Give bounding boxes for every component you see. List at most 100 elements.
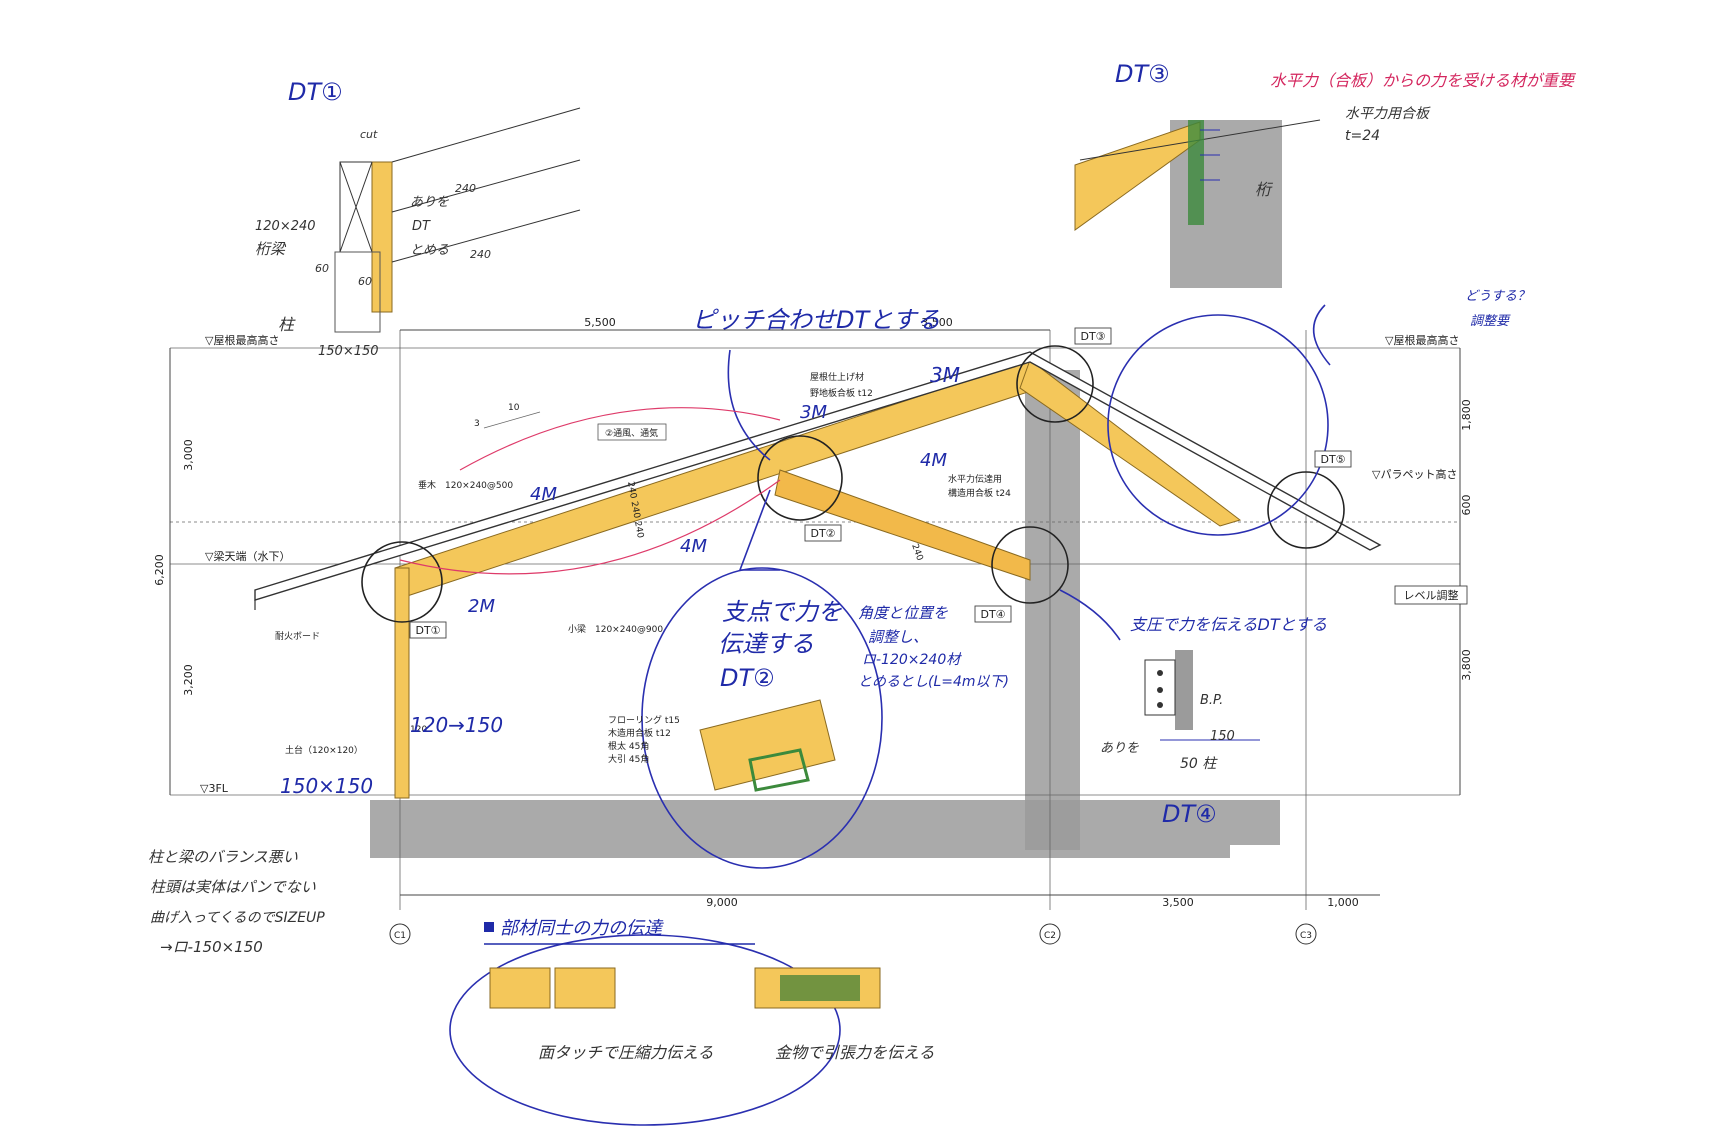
- svg-text:DT: DT: [412, 219, 431, 234]
- svg-text:水平力伝達用: 水平力伝達用: [948, 473, 1002, 485]
- svg-text:桁梁: 桁梁: [255, 240, 287, 258]
- svg-text:120→150: 120→150: [410, 713, 503, 737]
- grid-c3: C3: [1300, 931, 1312, 941]
- dt5-tag: DT⑤: [1320, 453, 1345, 466]
- svg-text:1,000: 1,000: [1327, 896, 1359, 909]
- svg-text:3,500: 3,500: [1162, 896, 1194, 909]
- grid-markers: C1 C2 C3: [389, 923, 1317, 945]
- svg-text:60: 60: [315, 262, 329, 275]
- svg-text:1,800: 1,800: [1460, 399, 1473, 431]
- hw-dt1-title: DT①: [288, 78, 343, 106]
- svg-text:調整し、: 調整し、: [868, 628, 928, 646]
- svg-text:4M: 4M: [920, 450, 947, 471]
- svg-text:600: 600: [1460, 495, 1473, 516]
- level-roof-right: ▽屋根最高高さ: [1385, 333, 1459, 347]
- svg-text:角度と位置を: 角度と位置を: [858, 604, 948, 622]
- svg-text:3M: 3M: [930, 363, 960, 387]
- svg-text:3: 3: [474, 419, 480, 429]
- svg-text:とめるとし(L=4m以下): とめるとし(L=4m以下): [858, 674, 1009, 690]
- svg-text:240: 240: [470, 248, 491, 261]
- svg-text:50 柱: 50 柱: [1180, 756, 1218, 772]
- svg-text:240: 240: [909, 543, 924, 563]
- svg-text:120×240: 120×240: [255, 219, 316, 234]
- svg-text:6,200: 6,200: [153, 554, 166, 586]
- dt2-sketch: [699, 699, 836, 792]
- svg-text:3,500: 3,500: [921, 316, 953, 329]
- svg-text:面タッチで圧縮力伝える: 面タッチで圧縮力伝える: [538, 1043, 714, 1062]
- hw-dt4-title: DT④: [1162, 800, 1217, 828]
- reference-lines: [169, 329, 1461, 910]
- dimension-labels: 5,500 3,500 3,000 6,200 3,200 1,800 600 …: [153, 316, 1473, 909]
- dt5-circle: [1267, 471, 1345, 549]
- svg-text:垂木 120×240@500: 垂木 120×240@500: [418, 479, 513, 491]
- svg-text:屋根仕上げ材: 屋根仕上げ材: [810, 371, 864, 383]
- svg-text:ありを: ありを: [410, 195, 449, 210]
- hw-left-note-2: 柱頭は実体はパンでない: [150, 878, 316, 896]
- svg-text:ロ-120×240材: ロ-120×240材: [862, 652, 962, 668]
- svg-text:根太 45角: 根太 45角: [608, 740, 649, 752]
- level-roof-left: ▽屋根最高高さ: [205, 333, 279, 347]
- level-adjust-tag: レベル調整: [1404, 588, 1459, 602]
- dt-tags: DT① DT② DT③ DT④ DT⑤ レベル調整: [409, 327, 1468, 639]
- hw-dt2-title: DT②: [720, 664, 775, 692]
- dt4-circle: [991, 526, 1069, 604]
- svg-text:60: 60: [358, 275, 372, 288]
- svg-text:240: 240: [455, 182, 476, 195]
- joint-sketches: [489, 967, 881, 1009]
- hw-left-note-1: 柱と梁のバランス悪い: [148, 848, 298, 866]
- hw-pitch-note: ピッチ合わせDTとする: [692, 306, 940, 334]
- svg-text:5,500: 5,500: [584, 316, 616, 329]
- svg-text:10: 10: [508, 403, 520, 413]
- dt1-sketch: [334, 107, 581, 333]
- hw-support: 支点で力を: [722, 598, 842, 626]
- dt1-tag: DT①: [415, 624, 440, 637]
- svg-text:9,000: 9,000: [706, 896, 738, 909]
- dt2-tag: DT②: [810, 527, 835, 540]
- svg-text:大引 45角: 大引 45角: [608, 753, 649, 765]
- dt3-sketch: [1074, 119, 1321, 231]
- hw-left-note-4: →ロ-150×150: [160, 938, 263, 956]
- svg-text:3,000: 3,000: [182, 439, 195, 471]
- hw-dt3-note: 水平力（合板）からの力を受ける材が重要: [1270, 71, 1577, 90]
- dt1-circle: [361, 541, 443, 623]
- svg-text:小梁 120×240@900: 小梁 120×240@900: [568, 623, 663, 635]
- svg-text:2M: 2M: [468, 596, 495, 617]
- dt4-tag: DT④: [980, 608, 1005, 621]
- svg-text:調整要: 調整要: [1470, 314, 1511, 329]
- svg-text:耐火ボード: 耐火ボード: [275, 630, 320, 642]
- detail-circles: [361, 345, 1345, 623]
- svg-text:木造用合板 t12: 木造用合板 t12: [608, 727, 671, 739]
- level-beam: ▽梁天端（水下）: [205, 549, 290, 563]
- handwritten-notes: DT① DT③ cut ありを DT とめる 120×240 桁梁 240 24…: [148, 60, 1577, 1062]
- svg-text:3,200: 3,200: [182, 664, 195, 696]
- svg-text:4M: 4M: [680, 536, 707, 557]
- concrete-slab: [370, 120, 1282, 858]
- svg-text:150×150: 150×150: [280, 774, 373, 798]
- svg-text:cut: cut: [360, 128, 378, 141]
- svg-text:4M: 4M: [530, 484, 557, 505]
- pen-lines: [399, 304, 1331, 1126]
- hw-left-note-3: 曲げ入ってくるのでSIZEUP: [150, 910, 325, 926]
- svg-text:120: 120: [410, 725, 427, 735]
- dt3-circle: [1016, 345, 1094, 423]
- svg-text:伝達する: 伝達する: [718, 630, 814, 658]
- svg-text:野地板合板 t12: 野地板合板 t12: [810, 387, 873, 399]
- svg-text:桁: 桁: [1255, 180, 1274, 199]
- level-parapet: ▽パラペット高さ: [1372, 467, 1457, 481]
- roof-framing: [254, 351, 1382, 799]
- svg-text:3,800: 3,800: [1460, 649, 1473, 681]
- level-floor: ▽3FL: [200, 782, 229, 795]
- svg-text:②通風、通気: ②通風、通気: [605, 427, 658, 439]
- svg-text:とめる: とめる: [410, 243, 449, 258]
- dt4-sketch: [1144, 650, 1260, 741]
- svg-text:3M: 3M: [800, 402, 827, 423]
- svg-text:構造用合板 t24: 構造用合板 t24: [948, 487, 1011, 499]
- svg-text:B.P.: B.P.: [1200, 693, 1223, 708]
- svg-text:水平力用合板: 水平力用合板: [1345, 106, 1431, 122]
- svg-text:フローリング t15: フローリング t15: [608, 714, 680, 726]
- grid-c1: C1: [394, 931, 406, 941]
- material-notes: 屋根仕上げ材 野地板合板 t12 ②通風、通気 垂木 120×240@500 耐…: [275, 371, 1011, 765]
- svg-text:150: 150: [1210, 729, 1235, 744]
- svg-text:金物で引張力を伝える: 金物で引張力を伝える: [775, 1043, 935, 1062]
